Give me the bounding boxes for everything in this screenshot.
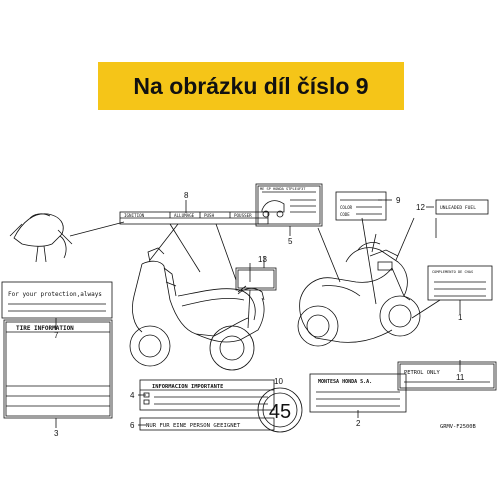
informacion-text: INFORMACION IMPORTANTE	[152, 384, 223, 390]
callout-11: 11	[456, 373, 465, 382]
callout-9: 9	[396, 196, 401, 205]
tire-text: TIRE INFORMATION	[16, 325, 74, 332]
scooter-right-drawing	[297, 227, 421, 347]
unleaded-fuel-label	[435, 199, 489, 215]
conformity-text: COMPLEMENTO DE CHAS	[432, 270, 473, 274]
part-number-banner: Na obrázku díl číslo 9	[98, 62, 404, 110]
tire-information-label	[3, 319, 113, 419]
speed-limit-disc	[257, 387, 303, 433]
vehicle-top-text: ME SP HONDA STPLE4F3T	[260, 187, 306, 191]
callout-7: 7	[54, 331, 59, 340]
informacion-importante-label	[139, 379, 275, 411]
unleaded-text: UNLEADED FUEL	[440, 205, 476, 211]
person-text: NUR FUR EINE PERSON GEEIGNET	[146, 423, 241, 429]
callout-1: 1	[458, 313, 463, 322]
petrol-text: PETROL ONLY	[404, 370, 440, 376]
montesa-text: MONTESA HONDA S.A.	[318, 379, 372, 385]
montesa-honda-plate	[309, 373, 407, 413]
callout-12: 12	[416, 203, 425, 212]
handlebar-drawing	[9, 213, 125, 263]
callout-13: 13	[258, 255, 267, 264]
vehicle-info-label	[255, 183, 323, 227]
protection-text: For your protection,always	[8, 291, 102, 298]
drawing-code: GRMV-F2500B	[440, 424, 476, 430]
conformity-label	[427, 265, 493, 301]
ignition-text-2: ALLUMAGE	[174, 213, 195, 218]
petrol-only-label	[397, 361, 497, 391]
callout-5: 5	[288, 237, 293, 246]
one-person-label	[139, 417, 275, 431]
color-text: COLOR	[340, 205, 353, 210]
color-label-plate	[335, 191, 387, 221]
leader-lines	[55, 199, 461, 428]
speed-text: 45	[269, 401, 291, 423]
small-label-13	[235, 267, 277, 291]
scooter-left-drawing	[129, 223, 265, 371]
callout-10: 10	[274, 377, 283, 386]
ignition-text-1: IGNITION	[124, 213, 145, 218]
ignition-text-4: POUSSER	[234, 213, 252, 218]
callout-8: 8	[184, 191, 189, 200]
banner-title: Na obrázku díl číslo 9	[133, 72, 369, 99]
callout-4: 4	[130, 391, 135, 400]
protection-label	[1, 281, 113, 319]
code-text: CODE	[340, 212, 350, 217]
ignition-text-3: PUSH	[204, 213, 215, 218]
callout-3: 3	[54, 429, 59, 438]
callout-2: 2	[356, 419, 361, 428]
callout-6: 6	[130, 421, 135, 430]
